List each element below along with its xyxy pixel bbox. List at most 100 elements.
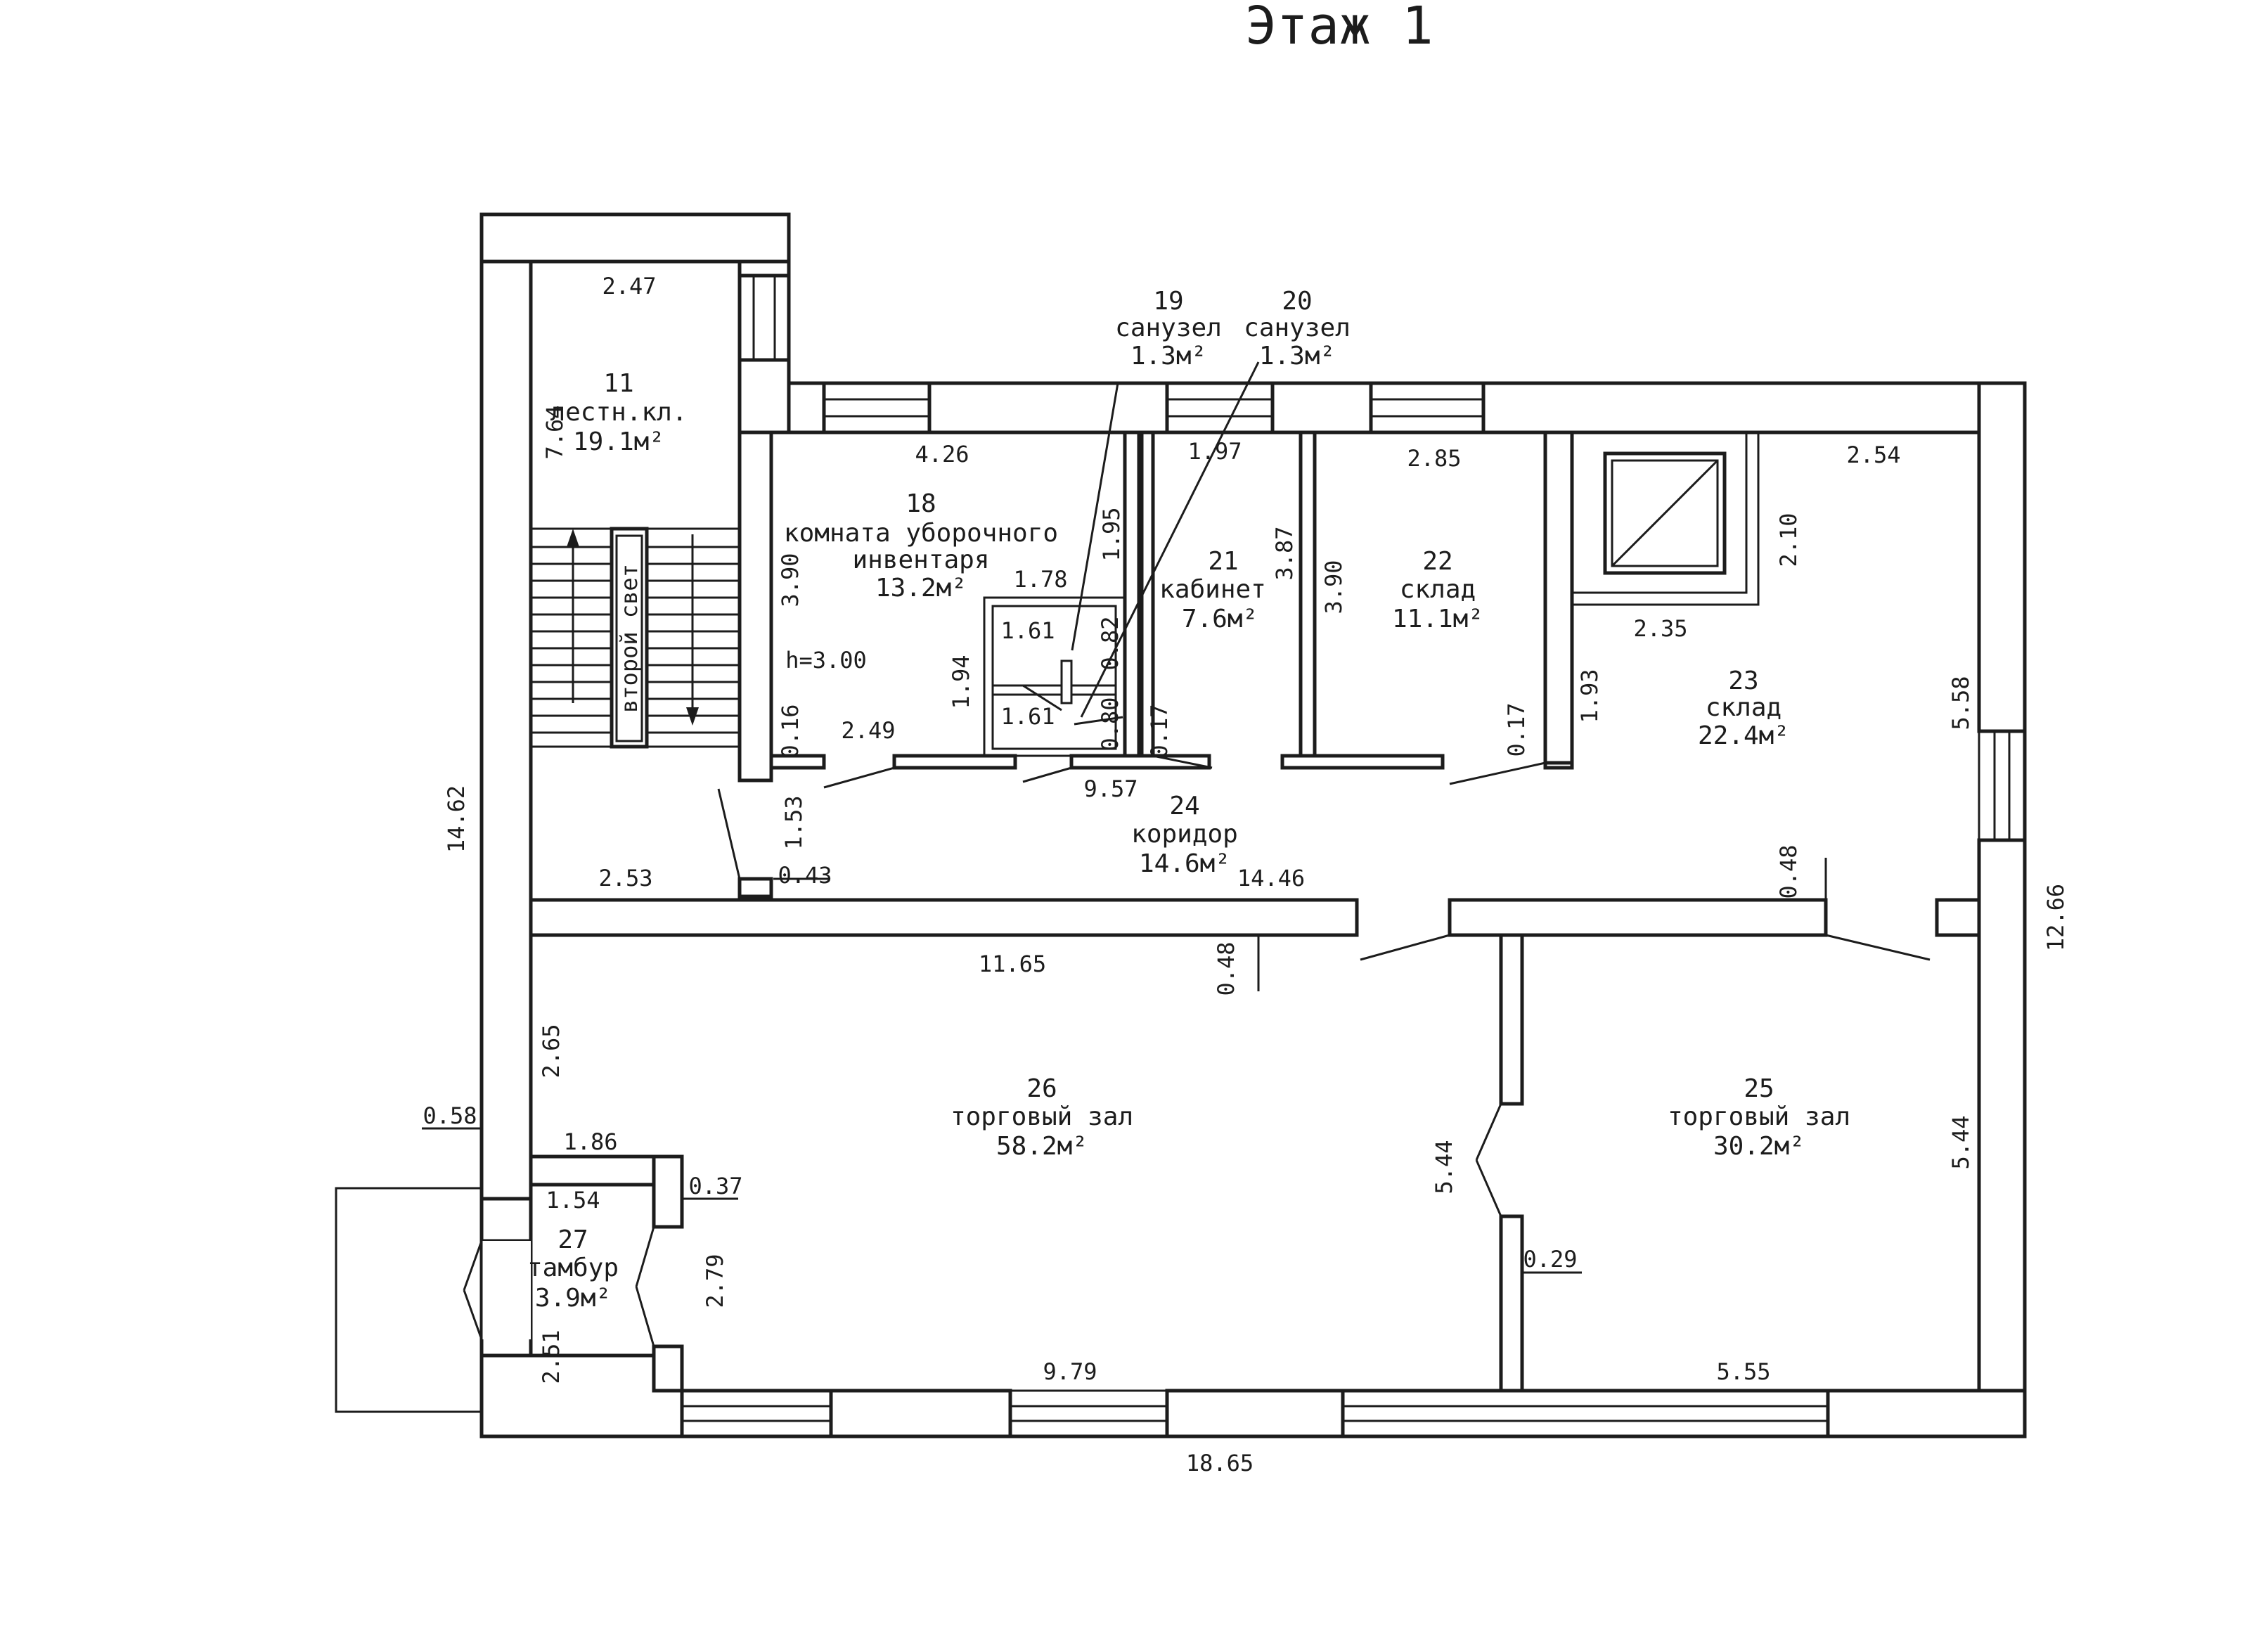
svg-text:санузел: санузел: [1244, 314, 1351, 342]
svg-text:30.2м²: 30.2м²: [1713, 1132, 1805, 1161]
svg-text:58.2м²: 58.2м²: [996, 1132, 1088, 1161]
svg-text:тамбур: тамбур: [527, 1254, 619, 1282]
svg-text:22: 22: [1422, 547, 1452, 576]
svg-text:0.16: 0.16: [777, 704, 804, 758]
svg-text:3.87: 3.87: [1271, 526, 1298, 580]
svg-text:7.6м²: 7.6м²: [1182, 605, 1258, 633]
dimensions-horizontal: 2.47 4.26 1.78 1.61 1.61 2.49 1.97 2.85 …: [423, 273, 1900, 1476]
svg-text:0.48: 0.48: [1775, 844, 1802, 899]
plan-title: Этаж 1: [1245, 0, 1433, 56]
svg-text:7.64: 7.64: [541, 405, 568, 459]
svg-text:0.80: 0.80: [1097, 697, 1123, 751]
svg-text:13.2м²: 13.2м²: [875, 574, 967, 603]
svg-text:26: 26: [1026, 1074, 1057, 1103]
svg-text:23: 23: [1728, 667, 1758, 695]
room-20-label: 20 санузел 1.3м²: [1244, 287, 1351, 371]
svg-text:24: 24: [1169, 792, 1199, 820]
svg-text:22.4м²: 22.4м²: [1698, 721, 1789, 750]
svg-text:2.53: 2.53: [598, 865, 652, 891]
svg-text:5.44: 5.44: [1431, 1140, 1457, 1194]
dimension-ticks: [422, 710, 1827, 1274]
svg-text:2.65: 2.65: [538, 1024, 565, 1078]
svg-text:3.90: 3.90: [777, 553, 804, 607]
room-22-label: 22 склад 11.1м²: [1392, 547, 1483, 633]
svg-text:2.79: 2.79: [702, 1254, 728, 1308]
svg-text:2.47: 2.47: [602, 273, 656, 300]
room-19-label: 19 санузел 1.3м²: [1115, 287, 1222, 371]
svg-text:коридор: коридор: [1131, 820, 1238, 849]
svg-text:25: 25: [1744, 1074, 1774, 1103]
svg-text:14.6м²: 14.6м²: [1139, 849, 1230, 878]
svg-text:0.37: 0.37: [688, 1173, 742, 1199]
interior-walls: [529, 430, 1981, 1393]
svg-text:1.86: 1.86: [563, 1128, 617, 1155]
svg-text:19.1м²: 19.1м²: [573, 427, 664, 456]
svg-text:5.55: 5.55: [1716, 1358, 1770, 1385]
svg-text:0.48: 0.48: [1213, 941, 1239, 996]
svg-text:1.3м²: 1.3м²: [1130, 342, 1206, 371]
svg-text:21: 21: [1208, 547, 1238, 576]
svg-text:4.26: 4.26: [915, 441, 969, 468]
door-swings: [717, 684, 1931, 1217]
room-24-label: 24 коридор 14.6м²: [1131, 792, 1238, 878]
svg-text:18.65: 18.65: [1186, 1450, 1254, 1476]
svg-text:1.93: 1.93: [1576, 669, 1603, 723]
svg-text:27: 27: [558, 1225, 588, 1254]
svg-text:3.90: 3.90: [1320, 560, 1347, 614]
svg-text:санузел: санузел: [1115, 314, 1222, 342]
svg-text:1.95: 1.95: [1098, 507, 1125, 561]
svg-text:0.17: 0.17: [1503, 702, 1530, 757]
room-11-label: 11 лестн.кл. 19.1м²: [550, 369, 687, 456]
svg-text:2.35: 2.35: [1633, 615, 1687, 642]
svg-text:комната уборочного: комната уборочного: [784, 519, 1058, 548]
svg-text:инвентаря: инвентаря: [852, 546, 989, 574]
svg-text:18: 18: [906, 489, 936, 518]
svg-text:1.78: 1.78: [1013, 566, 1067, 593]
svg-text:0.17: 0.17: [1146, 704, 1173, 758]
dimensions-vertical: 7.64 14.62 3.90 1.95 1.94 0.82 0.80 0.16…: [443, 405, 2069, 1384]
svg-text:2.54: 2.54: [1846, 442, 1900, 468]
svg-text:20: 20: [1282, 287, 1312, 316]
staircase: второй свет: [529, 527, 743, 749]
svg-text:2.85: 2.85: [1407, 445, 1461, 472]
svg-text:19: 19: [1153, 287, 1183, 316]
svg-text:0.29: 0.29: [1523, 1246, 1577, 1273]
svg-text:1.54: 1.54: [546, 1187, 600, 1214]
svg-text:14.46: 14.46: [1237, 865, 1305, 891]
svg-text:0.43: 0.43: [778, 862, 832, 889]
svg-text:1.3м²: 1.3м²: [1259, 342, 1335, 371]
ceiling-height-label: h=3.00: [785, 647, 867, 674]
room-23-label: 23 склад 22.4м²: [1698, 667, 1789, 750]
svg-text:0.58: 0.58: [423, 1102, 477, 1129]
svg-text:2.51: 2.51: [538, 1330, 565, 1384]
svg-text:2.49: 2.49: [841, 717, 895, 744]
svg-text:1.61: 1.61: [1000, 617, 1055, 644]
svg-text:1.53: 1.53: [780, 795, 807, 849]
svg-text:11.1м²: 11.1м²: [1392, 605, 1483, 633]
svg-text:9.57: 9.57: [1083, 775, 1138, 802]
svg-text:лестн.кл.: лестн.кл.: [550, 398, 687, 427]
exterior-walls: [479, 212, 2027, 1438]
svg-text:9.79: 9.79: [1043, 1358, 1097, 1385]
svg-text:12.66: 12.66: [2042, 884, 2069, 951]
room-26-label: 26 торговый зал 58.2м²: [951, 1074, 1133, 1161]
leader-lines: [1071, 361, 1260, 718]
svg-text:склад: склад: [1706, 693, 1781, 722]
svg-text:11.65: 11.65: [979, 951, 1046, 977]
svg-text:торговый зал: торговый зал: [951, 1102, 1133, 1131]
svg-text:1.61: 1.61: [1000, 703, 1055, 730]
svg-text:1.94: 1.94: [948, 655, 974, 709]
svg-text:2.10: 2.10: [1775, 513, 1802, 567]
second-light-label: второй свет: [616, 564, 643, 713]
svg-text:5.44: 5.44: [1947, 1115, 1974, 1169]
room-27-label: 27 тамбур 3.9м²: [527, 1225, 619, 1313]
svg-text:1.97: 1.97: [1187, 438, 1242, 465]
svg-text:торговый зал: торговый зал: [1668, 1102, 1850, 1131]
vestibule-walls: [335, 1154, 684, 1413]
svg-text:11: 11: [603, 369, 633, 398]
svg-text:14.62: 14.62: [443, 785, 470, 853]
room-21-label: 21 кабинет 7.6м²: [1159, 547, 1266, 633]
room-18-label: 18 комната уборочного инвентаря 13.2м²: [784, 489, 1058, 603]
svg-text:5.58: 5.58: [1947, 676, 1974, 730]
